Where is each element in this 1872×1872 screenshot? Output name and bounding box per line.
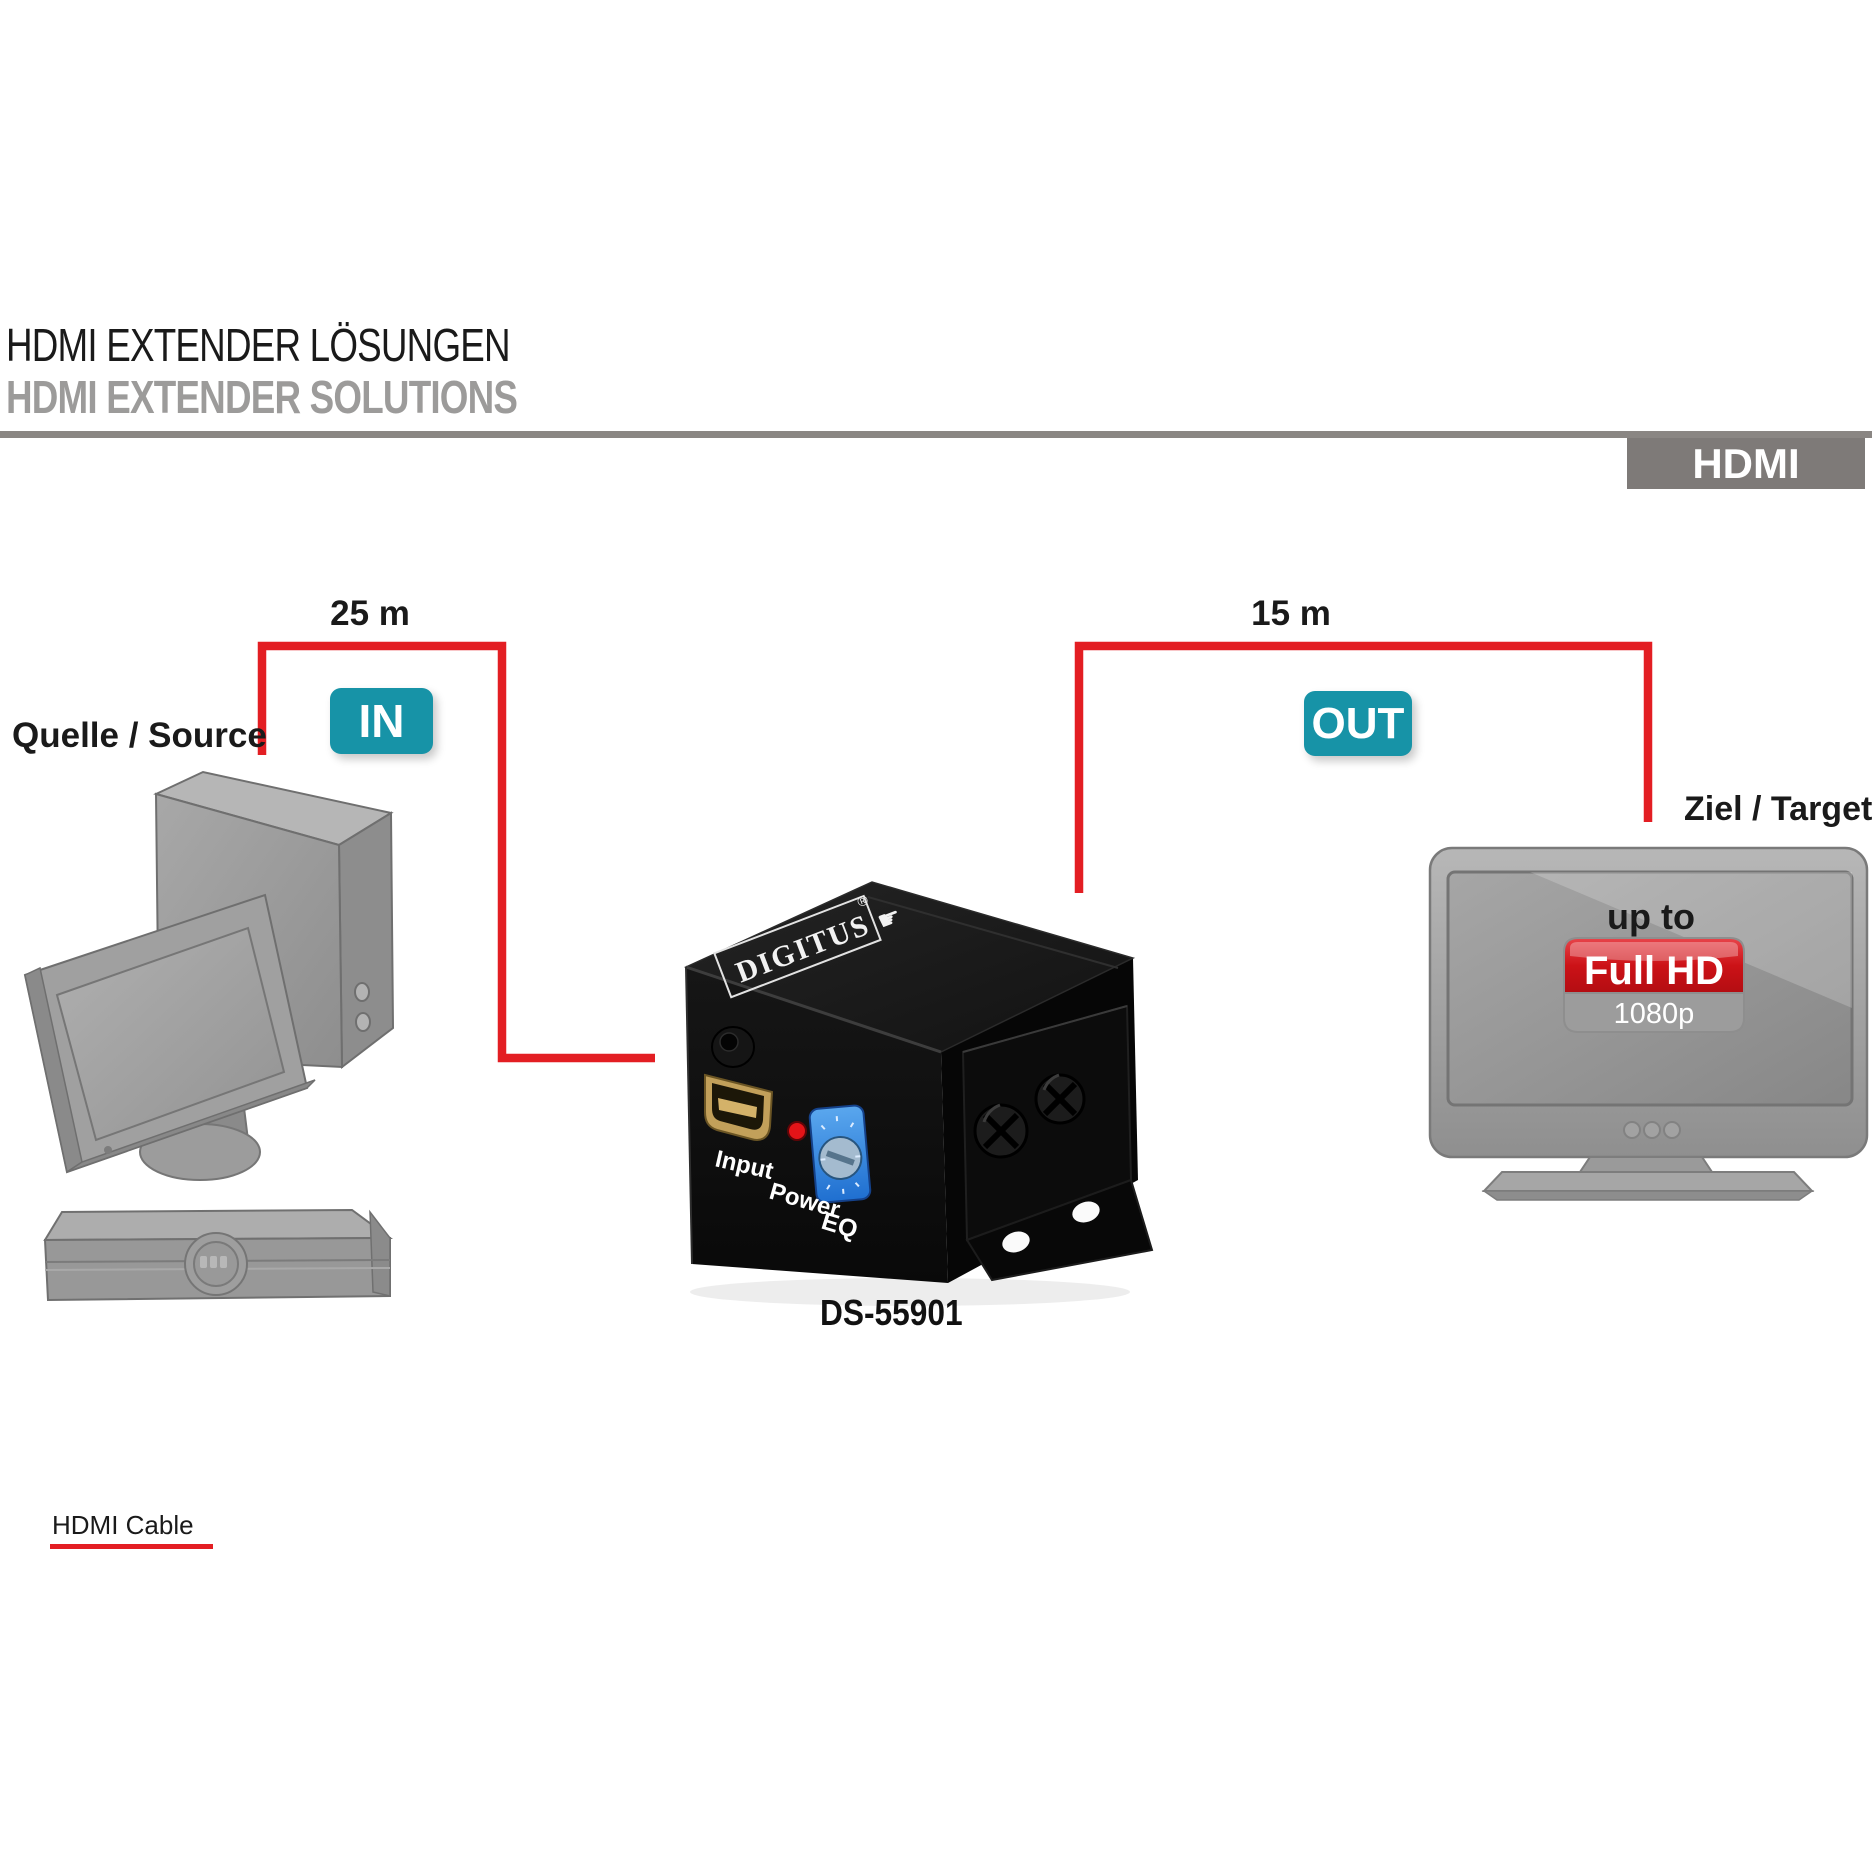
in-port-badge: IN (330, 688, 433, 754)
target-label: Ziel / Target (1684, 790, 1872, 828)
eq-dial (808, 1104, 872, 1204)
category-tag: HDMI (1627, 438, 1865, 489)
monitor-power-dot (104, 1146, 112, 1154)
monitor-screen (55, 926, 286, 1142)
cable-out-line (1074, 641, 1653, 893)
page-title-german: HDMI EXTENDER LÖSUNGEN (6, 319, 511, 371)
legend-hdmi-cable-line (50, 1544, 213, 1549)
out-port-label: OUT (1311, 698, 1405, 748)
tv-button (1623, 1121, 1641, 1139)
out-port-badge: OUT (1304, 691, 1412, 756)
dvd-player (43, 1208, 394, 1302)
device-model: DS-55901 (820, 1292, 963, 1333)
mounting-bracket (961, 1004, 1154, 1282)
target-tv: up to Full HD 1080p (1428, 846, 1869, 1201)
monitor (23, 893, 316, 1174)
tower-button (355, 1012, 371, 1032)
bracket-hole (1002, 1231, 1030, 1253)
tower-button (354, 982, 370, 1002)
category-tag-label: HDMI (1692, 439, 1800, 487)
cable-in-length: 25 m (330, 594, 410, 633)
in-port-label: IN (358, 695, 405, 747)
bracket-hole (1072, 1201, 1100, 1223)
cable-out-length: 15 m (1251, 594, 1331, 633)
header-rule (0, 431, 1872, 438)
fullhd-badge: Full HD 1080p (1563, 937, 1745, 1033)
cable-in-line (257, 641, 655, 1063)
tv-button (1643, 1121, 1661, 1139)
source-illustration (23, 770, 395, 1302)
power-led (787, 1121, 807, 1141)
fullhd-badge-title: Full HD (1584, 949, 1724, 993)
fullhd-badge-sub: 1080p (1614, 998, 1695, 1030)
tv-up-to-label: up to (1607, 896, 1695, 937)
source-label: Quelle / Source (12, 716, 267, 755)
device-shadow (690, 1278, 1130, 1306)
hdmi-input-port (704, 1073, 774, 1141)
tv-button (1663, 1121, 1681, 1139)
tv-stand (1481, 1156, 1815, 1201)
device-knob (711, 1026, 755, 1068)
bracket-screw (1034, 1073, 1086, 1125)
extender-device: DIGITUS ® ☛ I (683, 881, 1154, 1306)
legend-hdmi-cable: HDMI Cable (52, 1510, 194, 1540)
bracket-screw (973, 1103, 1029, 1159)
page-title-english: HDMI EXTENDER SOLUTIONS (6, 371, 518, 423)
